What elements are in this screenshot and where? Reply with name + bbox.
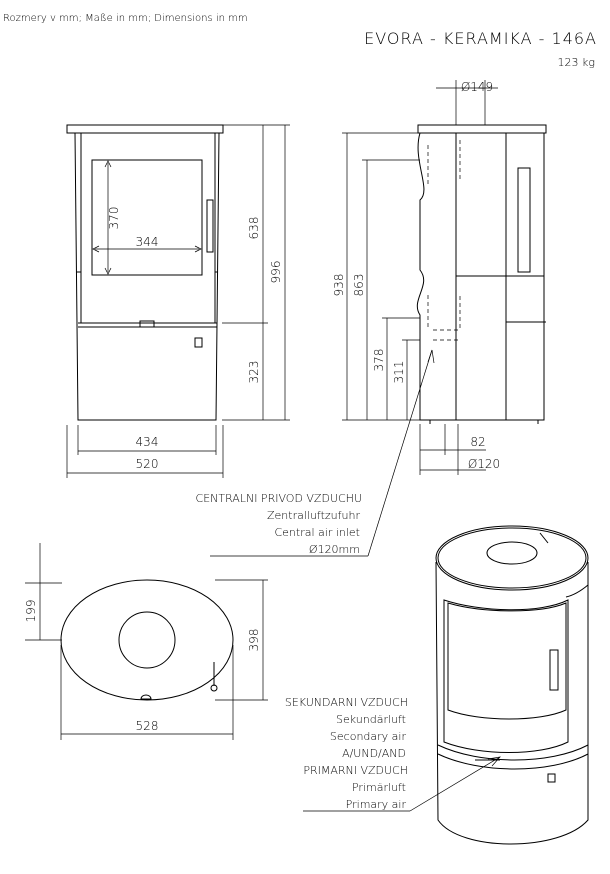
lower-height-label: 323 — [247, 361, 261, 384]
units-note: Rozmery v mm; Maße in mm; Dimensions in … — [3, 13, 248, 24]
front-door-handle — [206, 199, 214, 253]
stove-glass — [447, 602, 567, 720]
height-863-label: 863 — [352, 274, 366, 297]
top-oval — [60, 579, 234, 701]
secondary-air-de: Sekundärluft — [336, 713, 406, 726]
secondary-air-cz: SEKUNDARNI VZDUCH — [285, 696, 408, 709]
inlet-label-cz: CENTRALNI PRIVOD VZDUCHU — [196, 492, 362, 505]
depth-398-label: 398 — [247, 629, 261, 652]
inlet-label-de: Zentralluftzufuhr — [267, 509, 360, 522]
offset-82-label: 82 — [470, 435, 485, 449]
and-label: A/UND/AND — [342, 747, 406, 760]
side-glass-slot — [517, 167, 531, 273]
side-body-outline — [416, 132, 545, 421]
primary-air-cz: PRIMARNI VZDUCH — [303, 764, 408, 777]
front-body-outline — [74, 132, 220, 421]
primary-air-en: Primary air — [346, 798, 407, 811]
ash-drawer-logo — [194, 337, 203, 348]
air-inlet-note: CENTRALNI PRIVOD VZDUCHU Zentralluftzufu… — [196, 349, 435, 557]
width-528-label: 528 — [136, 719, 159, 733]
height-938-label: 938 — [332, 274, 346, 297]
height-311-label: 311 — [392, 361, 406, 384]
total-width-label: 520 — [136, 457, 159, 471]
stove-body — [435, 561, 589, 845]
side-top-plate — [417, 124, 547, 134]
secondary-air-en: Secondary air — [330, 730, 407, 743]
perspective-view — [435, 525, 589, 845]
primary-air-de: Primärluft — [352, 781, 406, 794]
stove-top-lid — [435, 525, 589, 591]
front-glass — [91, 159, 203, 276]
air-labels: SEKUNDARNI VZDUCH Sekundärluft Secondary… — [285, 696, 501, 812]
glass-height-label: 370 — [107, 207, 121, 230]
total-height-label: 996 — [269, 261, 283, 284]
glass-width-label: 344 — [136, 235, 159, 249]
front-top-plate — [66, 124, 224, 134]
depth-199-label: 199 — [24, 600, 38, 623]
model-title: EVORA - KERAMIKA - 146A — [364, 29, 597, 48]
upper-height-label: 638 — [247, 217, 261, 240]
top-flue-ring — [118, 611, 176, 669]
inner-width-label: 434 — [136, 435, 159, 449]
weight-label: 123 kg — [558, 56, 595, 69]
stove-top-flue — [486, 541, 538, 565]
primary-air-slider — [139, 320, 155, 328]
stove-door — [443, 599, 569, 753]
top-view: 199 398 528 — [24, 543, 268, 740]
inlet-label-size: Ø120mm — [309, 543, 360, 556]
flue-diameter-label: Ø149 — [461, 80, 493, 94]
height-378-label: 378 — [372, 349, 386, 372]
stove-door-handle — [549, 649, 559, 691]
front-door — [80, 132, 216, 324]
side-view: Ø149 938 863 378 311 82 Ø120 — [332, 80, 547, 475]
front-view: 370 344 638 996 323 434 520 — [66, 124, 290, 478]
inlet-label-en: Central air inlet — [274, 526, 360, 539]
inlet-diameter-label: Ø120 — [468, 457, 500, 471]
